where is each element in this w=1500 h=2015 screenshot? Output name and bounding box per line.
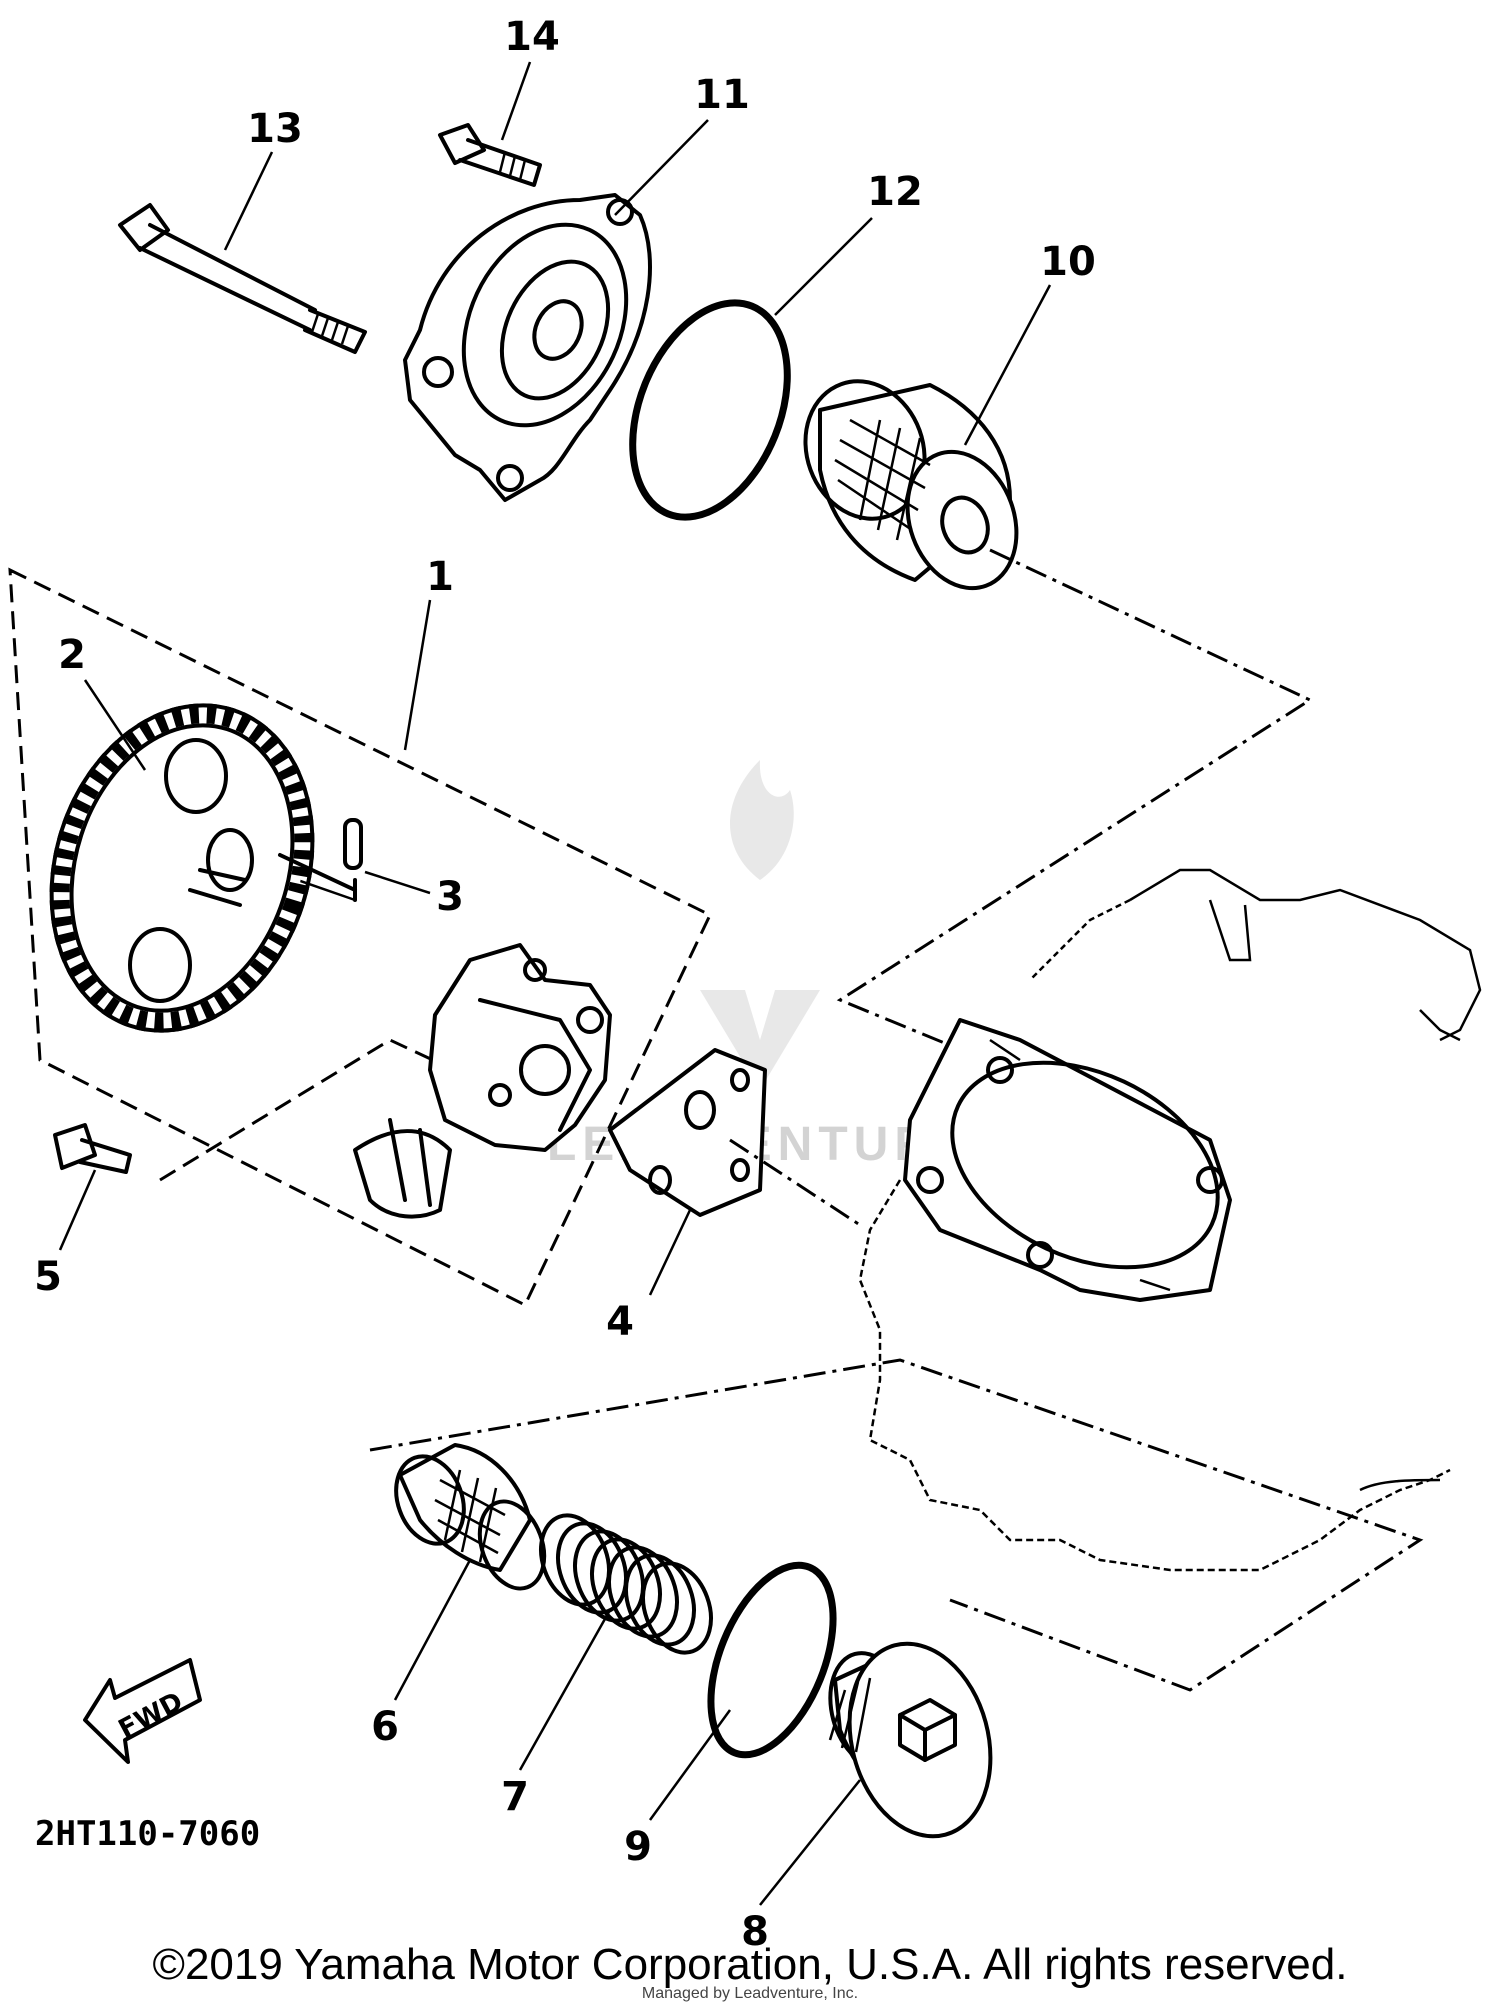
- strainer-group-boundary: [369, 1358, 1424, 1692]
- callout-10: 10: [1040, 239, 1096, 285]
- callout-11: 11: [694, 72, 750, 118]
- leader-7: [518, 1609, 612, 1771]
- callout-3: 3: [436, 874, 464, 920]
- leader-4: [648, 1209, 692, 1296]
- leader-lines: [58, 61, 1052, 1906]
- gear-2: [49, 703, 315, 1033]
- callout-13: 13: [247, 106, 303, 152]
- leader-8: [759, 1779, 861, 1906]
- callout-14: 14: [504, 14, 560, 60]
- oil-pump-body: [353, 943, 612, 1219]
- leader-3: [364, 870, 431, 895]
- callout-1: 1: [426, 554, 454, 600]
- crankcase: [858, 868, 1482, 1572]
- o-ring-12: [629, 299, 791, 521]
- strainer-6: [394, 1443, 547, 1591]
- drain-plug-8: [828, 1641, 993, 1839]
- diagram-reference-code: 2HT110-7060: [35, 1814, 260, 1854]
- spring-7: [539, 1513, 713, 1655]
- o-ring-9: [707, 1561, 837, 1759]
- oil-filter-10: [803, 379, 1019, 591]
- leader-1: [403, 599, 432, 751]
- callout-4: 4: [606, 1299, 634, 1345]
- forward-arrow-icon: FWD: [83, 1658, 202, 1764]
- callout-6: 6: [371, 1704, 399, 1750]
- leader-5: [58, 1169, 97, 1251]
- bolt-13: [118, 203, 367, 354]
- credit-line: Managed by Leadventure, Inc.: [641, 1985, 859, 2002]
- leader-6: [393, 1559, 472, 1701]
- leader-11: [614, 119, 709, 216]
- copyright-notice: ©2019 Yamaha Motor Corporation, U.S.A. A…: [152, 1940, 1348, 1989]
- callout-8: 8: [741, 1909, 769, 1955]
- leader-9: [648, 1709, 732, 1821]
- callouts: 1 2 3 4 5 6 7 8 9 10 11 12 13 14: [34, 14, 1096, 1955]
- callout-9: 9: [624, 1824, 652, 1870]
- filter-cover-11: [403, 193, 652, 502]
- callout-5: 5: [34, 1254, 62, 1300]
- assembly-1-boundary: [8, 567, 712, 1308]
- pin-3: [278, 818, 363, 902]
- filter-routing-line: [836, 548, 1314, 1072]
- bolt-14: [438, 123, 542, 187]
- gasket-plate-4: [608, 1048, 861, 1227]
- leader-12: [774, 217, 873, 316]
- callout-12: 12: [867, 169, 923, 215]
- callout-7: 7: [501, 1774, 529, 1820]
- leader-2: [83, 679, 147, 771]
- screw-5: [53, 1123, 132, 1174]
- leader-14: [500, 61, 532, 141]
- leader-10: [963, 284, 1052, 446]
- leader-13: [223, 151, 274, 251]
- callout-2: 2: [58, 632, 86, 678]
